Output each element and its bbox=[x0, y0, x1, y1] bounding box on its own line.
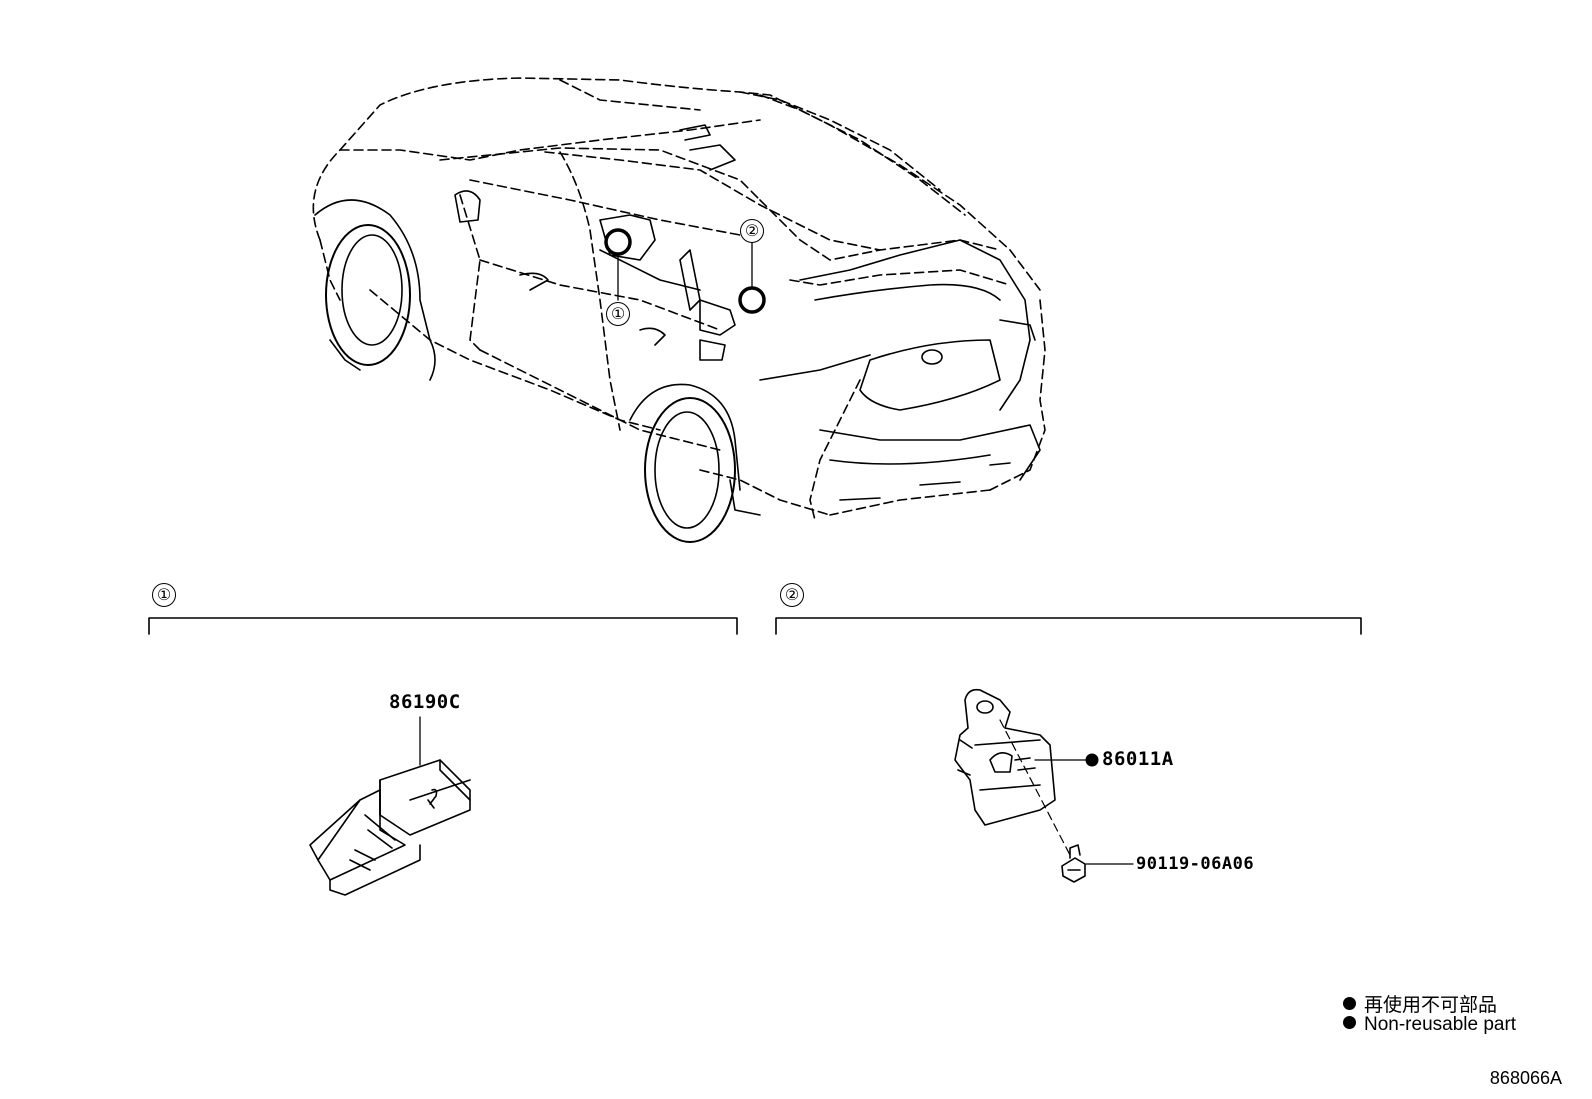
part-label-90119[interactable]: 90119-06A06 bbox=[1136, 854, 1255, 874]
switch-part-drawing bbox=[309, 759, 471, 896]
part-label-86011a[interactable]: 86011A bbox=[1102, 748, 1174, 770]
legend-en: Non-reusable part bbox=[1343, 1014, 1516, 1036]
section-2-bracket bbox=[775, 617, 1362, 635]
legend-ja: 再使用不可部品 bbox=[1343, 990, 1497, 1017]
bolt-part-drawing bbox=[1061, 844, 1086, 883]
legend-en-text: Non-reusable part bbox=[1364, 1014, 1517, 1035]
view-callout-1: ① bbox=[152, 583, 176, 607]
location-marker-2 bbox=[738, 286, 766, 314]
legend-ja-text: 再使用不可部品 bbox=[1364, 995, 1498, 1016]
part-label-86190c[interactable]: 86190C bbox=[389, 691, 461, 713]
section-1-bracket bbox=[148, 617, 738, 635]
sensor-part-drawing bbox=[954, 688, 1056, 826]
non-reusable-dot bbox=[1085, 753, 1099, 767]
location-marker-1 bbox=[604, 228, 632, 256]
diagram-code: 868066A bbox=[1489, 1068, 1562, 1088]
legend-dot-icon bbox=[1343, 997, 1356, 1011]
vehicle-illustration bbox=[312, 77, 1046, 543]
legend-dot-icon bbox=[1343, 1016, 1356, 1030]
view-callout-2: ② bbox=[780, 583, 804, 607]
car-callout-2: ② bbox=[740, 219, 764, 243]
car-callout-1: ① bbox=[606, 302, 630, 326]
